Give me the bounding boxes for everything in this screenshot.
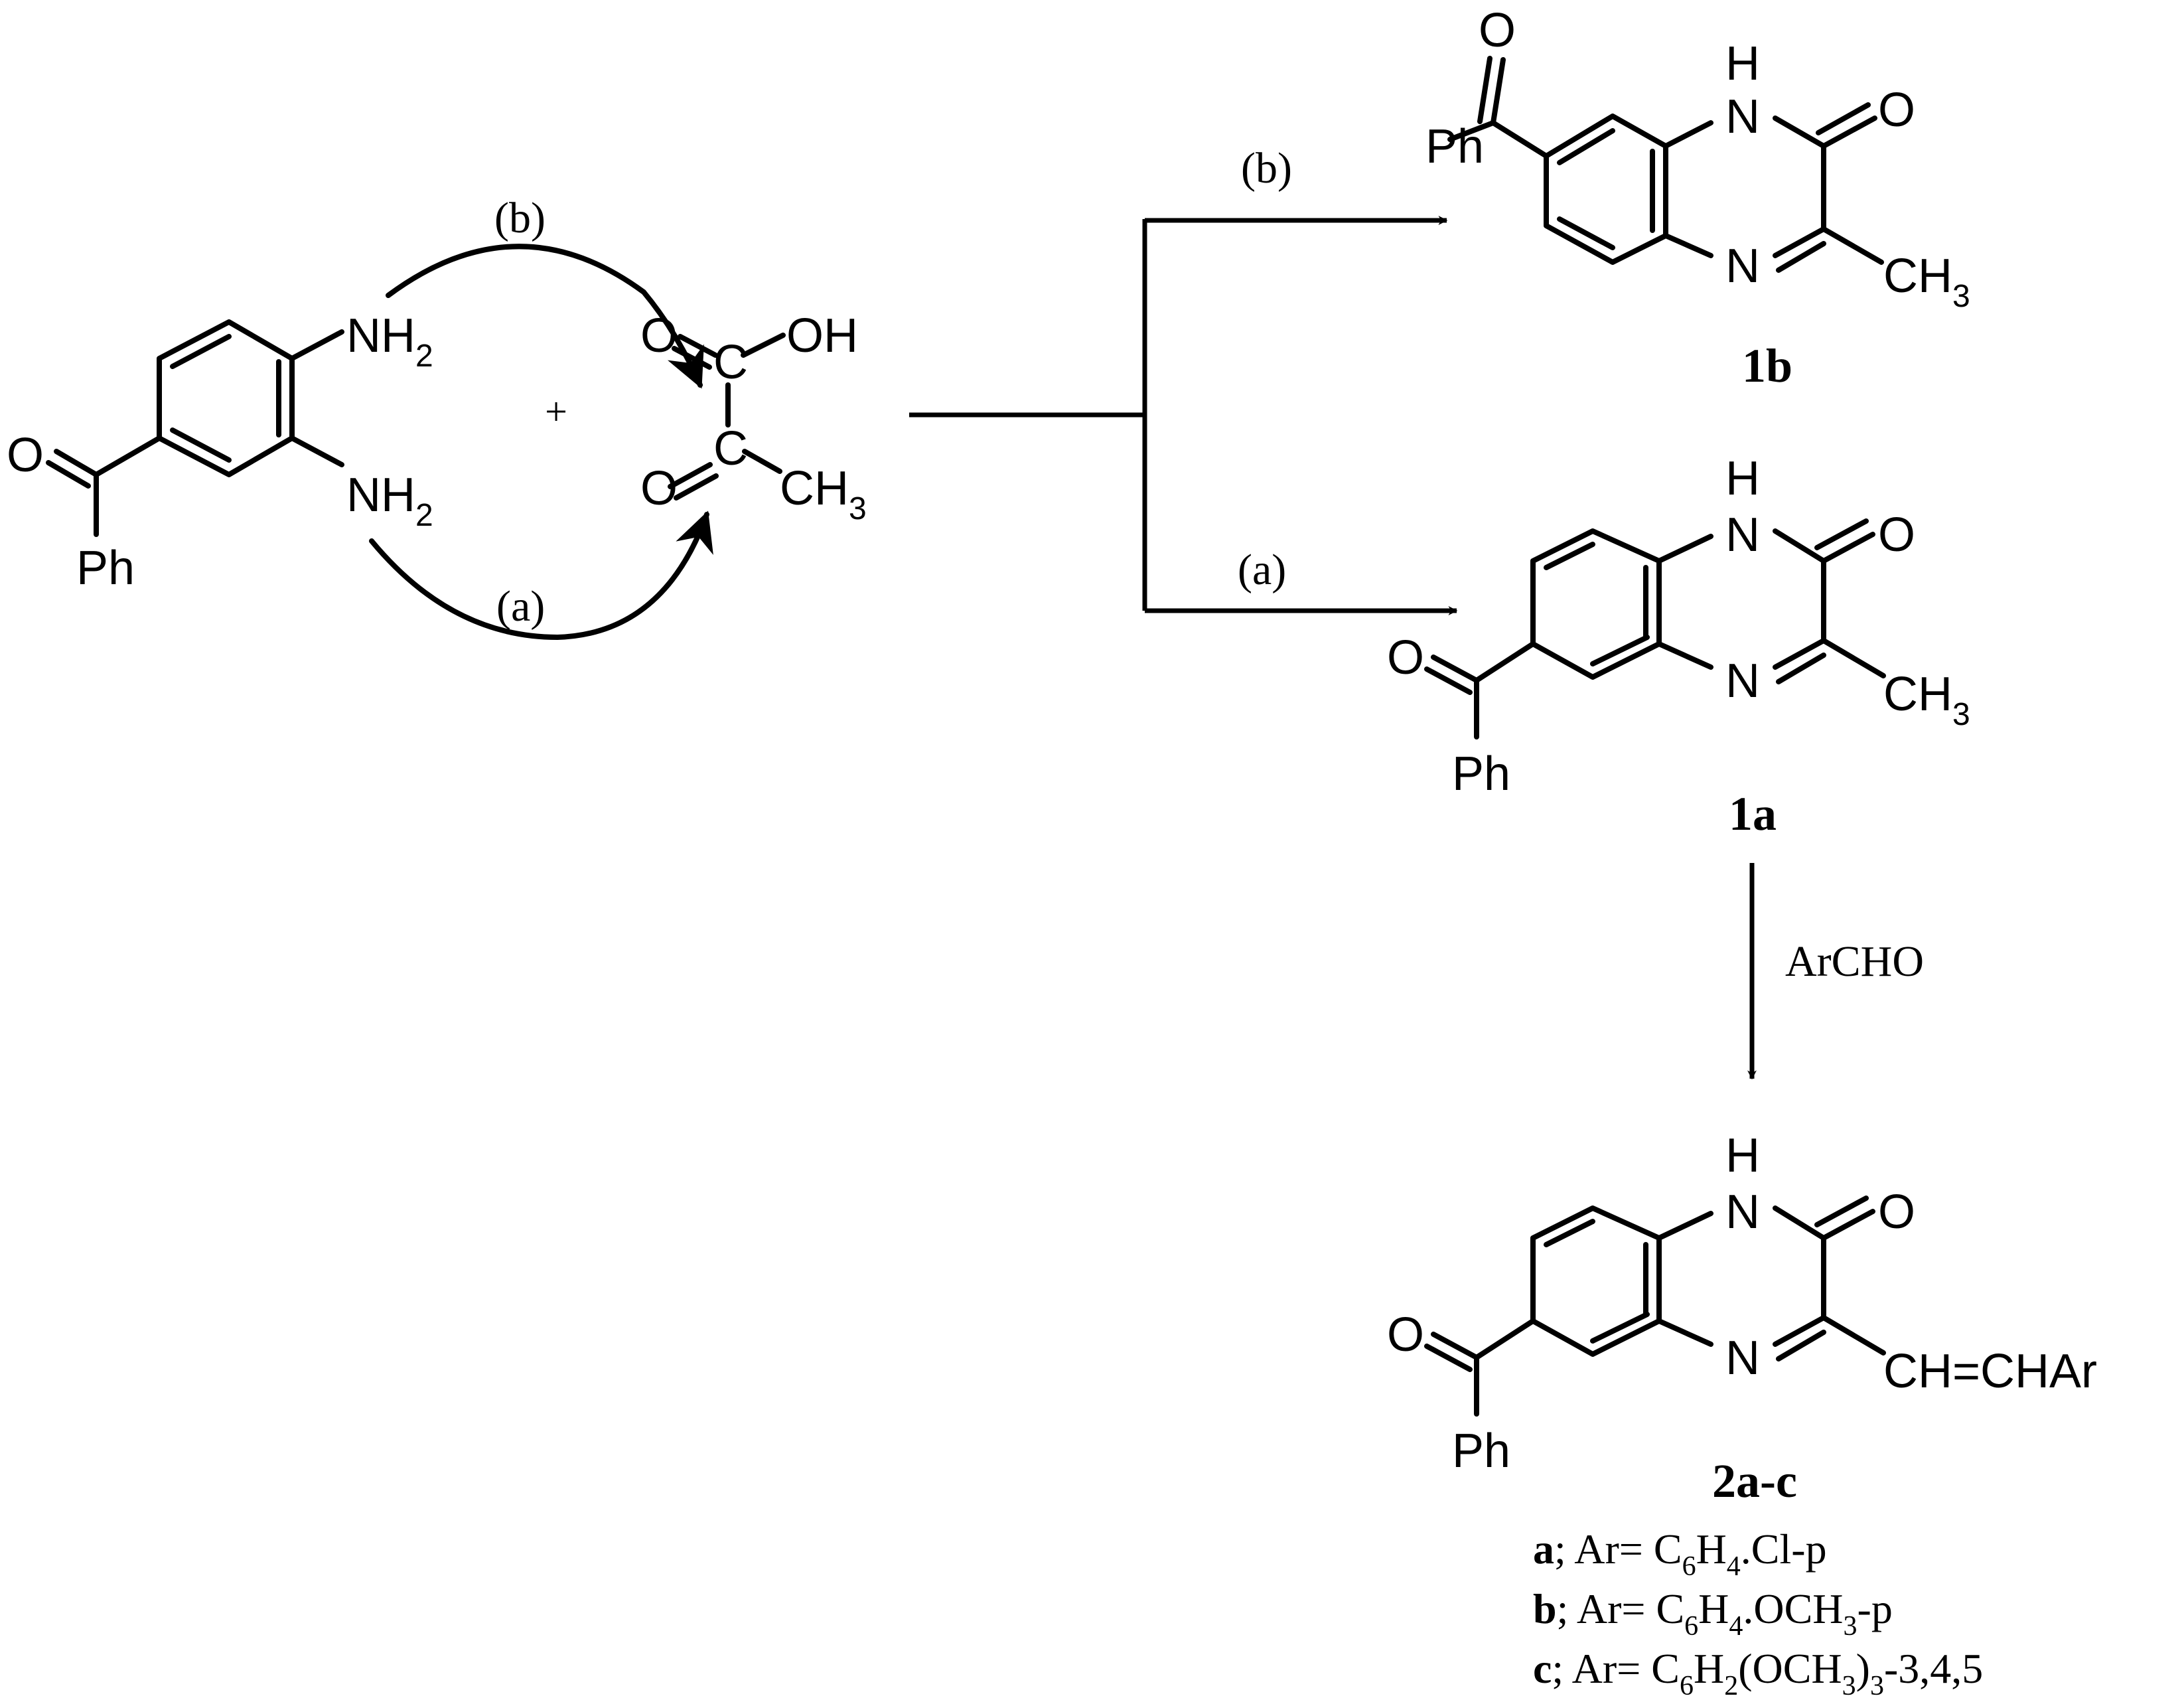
curved-arrow-b-label: (b)	[494, 194, 546, 242]
product-1b-n: N	[1725, 240, 1760, 293]
product-2-benzoyl-oxygen: O	[1387, 1308, 1424, 1361]
arrow-b-label: (b)	[1241, 144, 1292, 193]
condensation-arrow: ArCHO	[1747, 863, 1924, 1080]
product-1b-structure: O Ph H N O N CH3 1b	[1425, 4, 1970, 392]
diamine-structure: NH2 NH2 O Ph	[7, 309, 433, 595]
product-1b-phenyl: Ph	[1425, 120, 1484, 173]
product-1b-nh: N	[1725, 90, 1760, 143]
diamine-phenyl-label: Ph	[76, 542, 135, 595]
pyruvic-acid-keto-carbon: C	[713, 422, 748, 475]
diamine-upper-amine-label: NH2	[346, 309, 433, 374]
product-1b-id: 1b	[1742, 339, 1792, 392]
product-2-nh: N	[1725, 1186, 1760, 1239]
pyruvic-acid-carboxyl-carbon: C	[713, 336, 748, 389]
branching-arrows: (b) (a)	[909, 144, 1458, 615]
product-1a-benzoyl-oxygen: O	[1387, 631, 1424, 684]
product-2-bonds	[1424, 1196, 1886, 1417]
product-1a-nh: N	[1725, 508, 1760, 562]
product-1a-phenyl: Ph	[1452, 747, 1510, 801]
product-1a-structure: H N O N CH3 O Ph 1a	[1387, 452, 1970, 840]
product-2-h: H	[1725, 1129, 1760, 1182]
curved-arrow-b: (b)	[386, 194, 704, 389]
diamine-lower-amine-label: NH2	[346, 469, 433, 533]
arrow-a-label: (a)	[1238, 546, 1286, 594]
pyruvic-acid-hydroxyl: OH	[786, 309, 858, 362]
condensation-reagent: ArCHO	[1785, 937, 1924, 986]
product-2-phenyl: Ph	[1452, 1425, 1510, 1478]
product-2-carbonyl-oxygen: O	[1878, 1186, 1915, 1239]
product-1a-id: 1a	[1729, 787, 1777, 840]
diamine-carbonyl-oxygen: O	[7, 429, 44, 482]
product-1b-oxygen: O	[1479, 4, 1516, 57]
product-1a-h: H	[1725, 452, 1760, 505]
product-1b-bonds	[1447, 56, 1884, 273]
product-2-id: 2a-c	[1712, 1454, 1797, 1508]
plus-sign: +	[545, 390, 567, 433]
product-2-n: N	[1725, 1332, 1760, 1385]
curved-arrow-a: (a)	[369, 510, 713, 640]
product-1a-carbonyl-oxygen: O	[1878, 508, 1915, 562]
product-1a-n: N	[1725, 655, 1760, 708]
product-1a-methyl: CH3	[1883, 668, 1970, 732]
product-1b-methyl: CH3	[1883, 250, 1970, 314]
substituent-legend: a; Ar= C6H4.Cl-p b; Ar= C6H4.OCH3-p c; A…	[1533, 1525, 1983, 1701]
curved-arrow-a-label: (a)	[496, 582, 545, 631]
substituent-b: b; Ar= C6H4.OCH3-p	[1533, 1585, 1893, 1642]
pyruvic-acid-structure: O C OH C O CH3	[640, 309, 867, 526]
diamine-bonds	[46, 319, 344, 537]
pyruvic-acid-methyl: CH3	[780, 462, 867, 526]
product-1b-carbonyl-oxygen: O	[1878, 84, 1915, 137]
product-2-structure: H N O N CH=CHAr O Ph 2a-c	[1387, 1129, 2097, 1508]
substituent-c: c; Ar= C6H2(OCH3)3-3,4,5	[1533, 1645, 1983, 1701]
product-1a-bonds	[1424, 518, 1886, 739]
product-2-vinyl-aryl: CH=CHAr	[1883, 1345, 2097, 1398]
substituent-a: a; Ar= C6H4.Cl-p	[1533, 1525, 1827, 1582]
product-1b-h: H	[1725, 37, 1760, 90]
